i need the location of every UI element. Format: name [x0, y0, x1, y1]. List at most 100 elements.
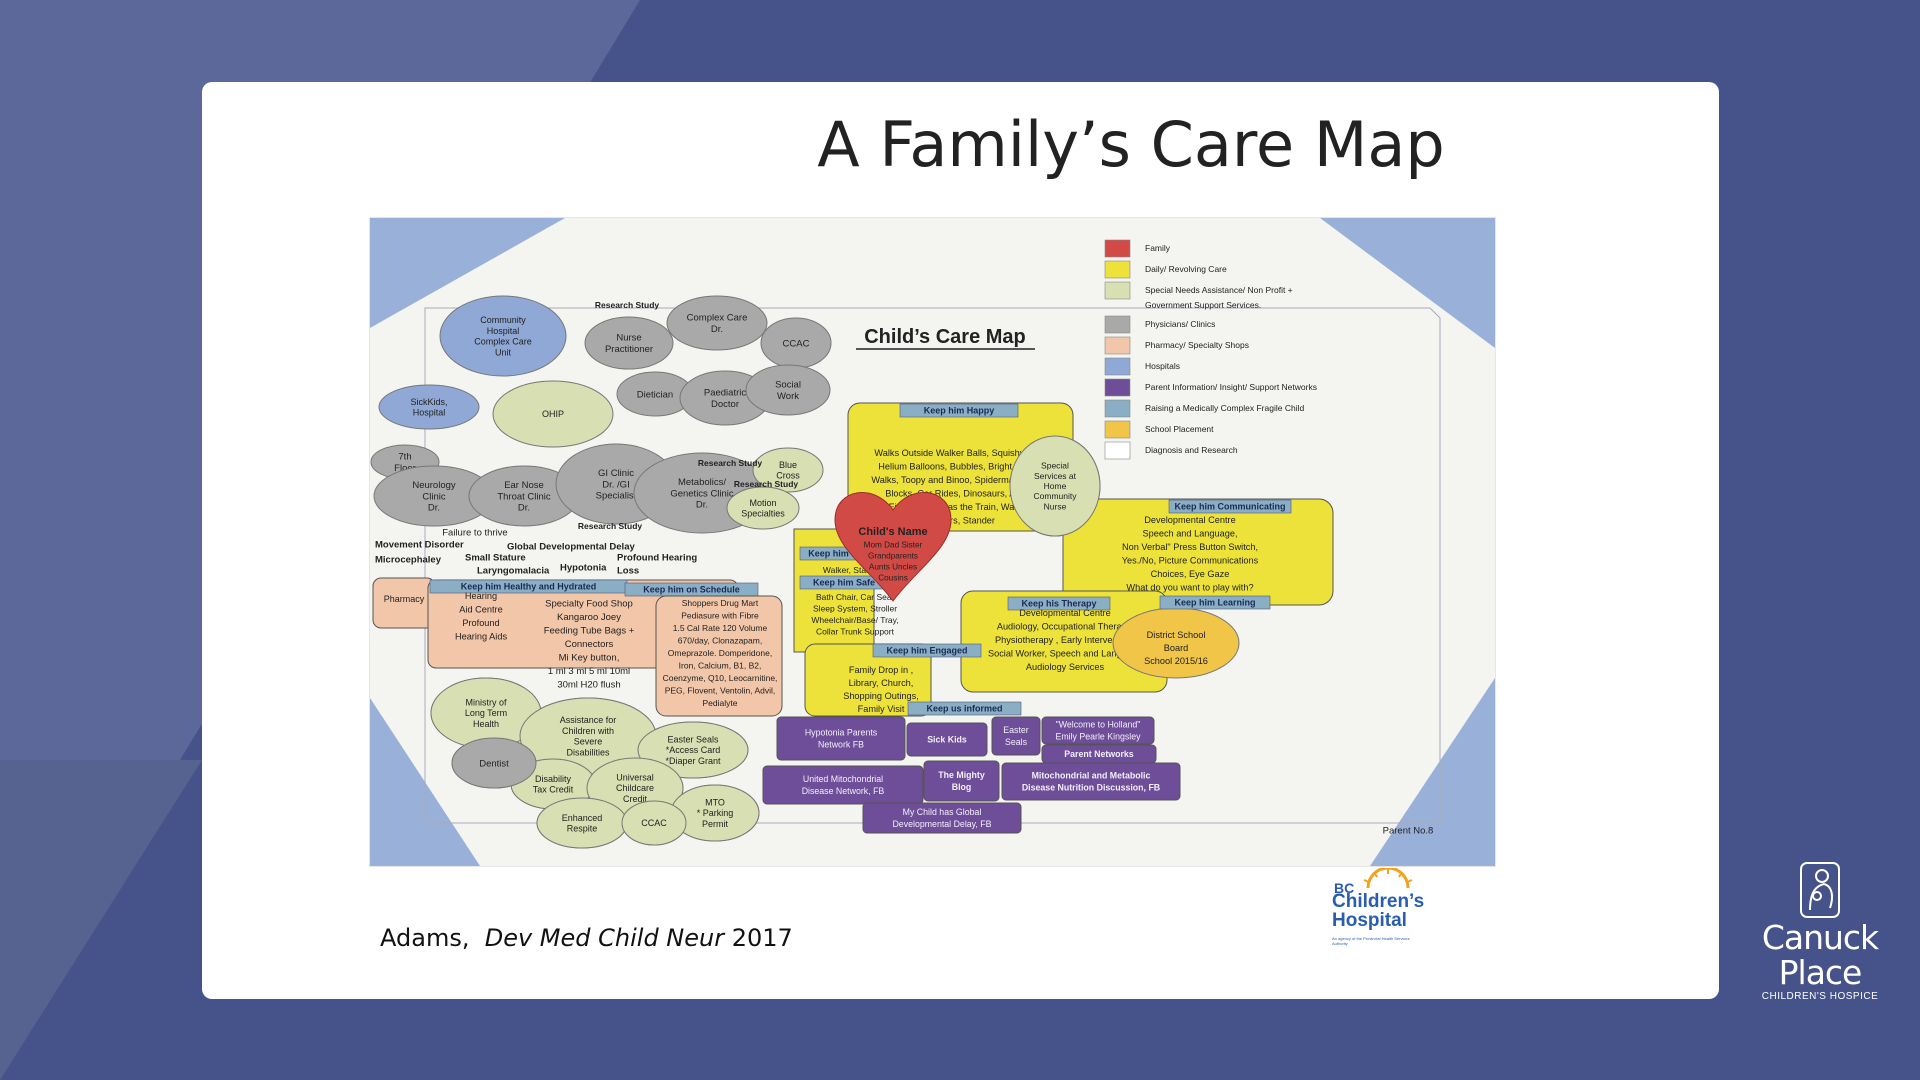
- slide-title: A Family’s Care Map: [817, 108, 1445, 181]
- diagnosis-0: Failure to thrive: [442, 527, 507, 538]
- keep-communicating-header: [1168, 499, 1292, 514]
- dentist-front-node-label: Dentist: [479, 758, 509, 769]
- community-hospital-node: [439, 295, 567, 377]
- legend-swatch-2: [1104, 281, 1131, 300]
- sun-icon: [1363, 868, 1413, 889]
- diagnosis-1: Movement Disorder: [375, 539, 464, 550]
- legend-swatch-6: [1104, 357, 1131, 376]
- bc-childrens-hospital-logo: BC Children’s Hospital An agency of the …: [1328, 868, 1448, 968]
- keep-engaged-header-label: Keep him Engaged: [886, 646, 967, 656]
- keep-schedule-header-label: Keep him on Schedule: [643, 585, 740, 595]
- ohip-node-label: OHIP: [542, 409, 564, 419]
- citation-author: Adams,: [380, 924, 470, 952]
- legend-label-3: Government Support Services.: [1145, 300, 1261, 310]
- legend-swatch-9: [1104, 420, 1131, 439]
- ohip-node: [492, 380, 614, 448]
- easter-seals-net-box: [991, 716, 1041, 756]
- sick-kids-box: [906, 722, 988, 757]
- canuck-place-logo: Canuck Place CHILDREN'S HOSPICE: [1745, 862, 1895, 1012]
- keep-therapy-header: [1007, 596, 1111, 611]
- keep-happy-text: Walks Outside Walker Balls, Squishy Toys…: [871, 448, 1048, 525]
- legend-label-7: Parent Information/ Insight/ Support Net…: [1145, 382, 1317, 392]
- legend-swatch-8: [1104, 399, 1131, 418]
- keep-therapy-header-label: Keep his Therapy: [1021, 599, 1096, 609]
- ccac-bottom-front-node: [621, 800, 687, 846]
- keep-healthy-header-label: Keep him Healthy and Hydrated: [461, 582, 597, 592]
- legend-swatch-0: [1104, 239, 1131, 258]
- keep-learning-header: [1159, 595, 1271, 610]
- corner-top-right: [1320, 218, 1495, 348]
- easter-seals-small-front-node: [637, 721, 749, 779]
- keep-communicating-header-label: Keep him Communicating: [1174, 502, 1285, 512]
- diagnosis-2: Microcephaley: [375, 554, 442, 565]
- child-name-label: Child's Name: [858, 526, 927, 538]
- keep-safe-header-label: Keep him Safe: [813, 578, 875, 588]
- complex-care-node: [666, 295, 768, 351]
- research-study-2: Research Study: [734, 479, 799, 489]
- legend-label-2: Special Needs Assistance/ Non Profit +: [1145, 285, 1293, 295]
- citation: Adams, Dev Med Child Neur 2017: [380, 924, 793, 952]
- keep-mobile-text: Walker, Stander: [823, 565, 883, 575]
- legend-label-9: School Placement: [1145, 424, 1214, 434]
- keep-happy-header: [899, 403, 1019, 418]
- diagnosis-8: Loss: [617, 565, 639, 576]
- parent-number-label: Parent No.8: [1383, 825, 1434, 836]
- sickkids-node-label: SickKids,Hospital: [410, 397, 447, 418]
- citation-year: 2017: [731, 924, 793, 952]
- legend-swatch-7: [1104, 378, 1131, 397]
- blue-cross-node: [752, 447, 824, 493]
- legend-swatch-10: [1104, 441, 1131, 460]
- ccac-bottom-front-node-label: CCAC: [641, 818, 667, 828]
- ccac-top-node-label: CCAC: [783, 338, 810, 349]
- corner-top-left: [370, 218, 565, 328]
- welcome-holland-label: "Welcome to Holland"Emily Pearle Kingsle…: [1055, 720, 1141, 742]
- diagnosis-4: Small Stature: [465, 552, 526, 563]
- legend-label-1: Daily/ Revolving Care: [1145, 264, 1227, 274]
- nurse-practitioner-node: [584, 316, 674, 370]
- canuck-line1: Canuck: [1761, 918, 1879, 957]
- diagnosis-7: Profound Hearing: [617, 552, 697, 563]
- mighty-blog-box: [923, 760, 1000, 802]
- parent-networks-label: Parent Networks: [1064, 749, 1134, 759]
- legend-label-4: Physicians/ Clinics: [1145, 319, 1215, 329]
- mother-child-emblem-icon: [1800, 862, 1840, 918]
- bch-prefix: BC: [1334, 880, 1355, 896]
- map-title: Child’s Care Map: [864, 326, 1026, 348]
- corner-bottom-right: [1370, 678, 1495, 866]
- keep-happy-header-label: Keep him Happy: [924, 406, 995, 416]
- keep-engaged-box: [804, 643, 932, 717]
- bch-name: Children’s Hospital: [1332, 891, 1425, 931]
- motion-node: [726, 486, 800, 530]
- diagnosis-3: Global Developmental Delay: [507, 541, 635, 552]
- dentist-front-node: [451, 737, 537, 789]
- pharmacy-label: Pharmacy: [384, 594, 425, 604]
